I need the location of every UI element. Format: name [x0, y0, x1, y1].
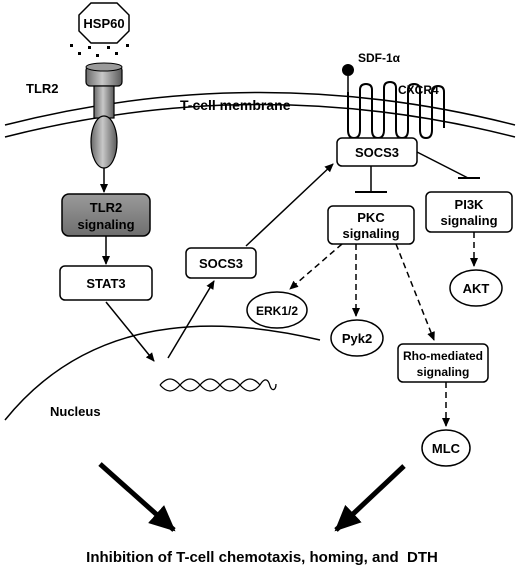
socs3-cytoplasm-box: [185, 247, 257, 279]
pyk2-label: Pyk2: [342, 331, 372, 346]
nucleus-label: Nucleus: [50, 404, 101, 419]
pkc-line1: PKC: [357, 210, 385, 225]
rho-line1: Rho-mediated: [403, 349, 483, 363]
tlr2-label: TLR2: [26, 81, 59, 96]
pi3k-line1: PI3K: [455, 197, 485, 212]
pi3k-line2: signaling: [440, 213, 497, 228]
erk-label: ERK1/2: [256, 304, 298, 318]
tlr2-signaling-line1: TLR2: [90, 200, 123, 215]
mlc-label: MLC: [432, 441, 461, 456]
tlr2-signaling-line2: signaling: [77, 217, 134, 232]
sdf1-label: SDF-1α: [358, 51, 401, 65]
arrow-pkc-to-rho: [395, 243, 435, 341]
pi3k-signaling-box: [425, 191, 513, 233]
tlr2-receptor: [85, 62, 123, 169]
cxcr4-receptor: [347, 80, 445, 140]
arrow-socs3-to-membrane: [245, 163, 334, 247]
hsp60-octagon: [78, 2, 130, 44]
big-arrow-left: [98, 462, 176, 532]
stat3-box: [59, 265, 153, 301]
rho-signaling-box: [397, 343, 489, 383]
dna-strand-a: [159, 378, 261, 392]
outcome-label: Inhibition of T-cell chemotaxis, homing,…: [86, 549, 438, 566]
inhibit-pi3k-line: [416, 151, 469, 179]
sdf1-ligand-dot: [342, 64, 354, 76]
big-arrow-right: [334, 464, 406, 532]
nucleus-envelope: [4, 325, 321, 421]
cxcr4-label: CXCR4: [398, 83, 439, 97]
erk-node: [246, 291, 308, 329]
hsp60-label: HSP60: [83, 16, 124, 31]
socs3-cytoplasm-label: SOCS3: [199, 256, 243, 271]
pkc-line2: signaling: [342, 226, 399, 241]
pkc-signaling-box: [327, 205, 415, 245]
stat3-label: STAT3: [86, 276, 125, 291]
dna-strand-b: [159, 378, 261, 392]
akt-node: [449, 269, 503, 307]
socs3-membrane-label: SOCS3: [355, 145, 399, 160]
arrow-nucleus-to-socs3: [167, 280, 215, 359]
pyk2-node: [330, 319, 384, 357]
rho-line2: signaling: [417, 365, 470, 379]
membrane-label: T-cell membrane: [180, 97, 291, 113]
dna-tail: [259, 379, 277, 391]
hsp60-dots: [70, 44, 129, 57]
mlc-node: [421, 429, 471, 467]
akt-label: AKT: [463, 281, 490, 296]
arrow-pkc-to-erk: [289, 243, 343, 290]
arrow-stat3-to-nucleus: [105, 301, 155, 362]
